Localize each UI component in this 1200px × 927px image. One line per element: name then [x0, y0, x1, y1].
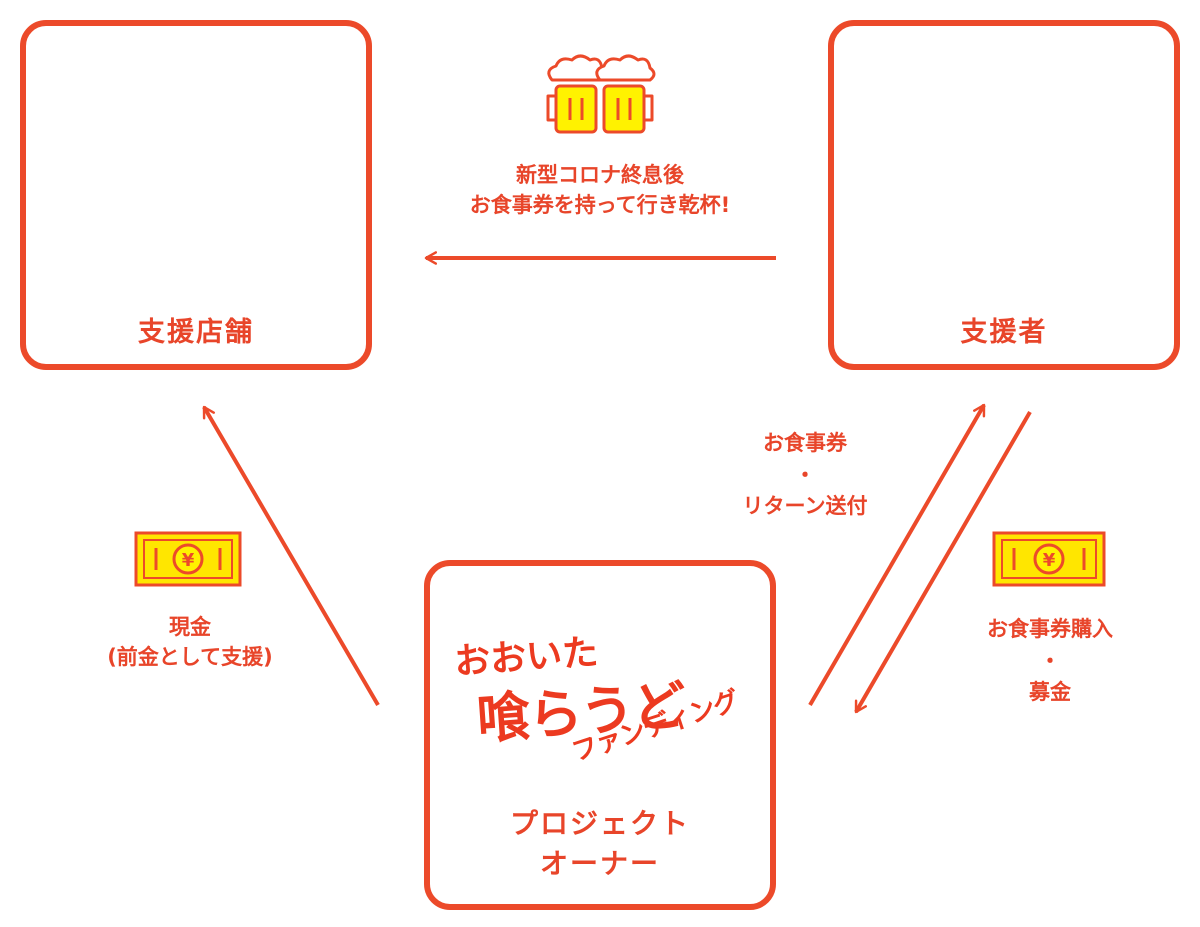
svg-text:¥: ¥: [182, 550, 195, 571]
arrow-owner-to-supporter: [808, 403, 986, 707]
arrow-owner-to-shop: [202, 405, 380, 707]
flow-note-right-up-line2: ・: [794, 462, 816, 487]
supporter-box: 支援者: [828, 20, 1180, 370]
flow-note-left-line2: (前金として支援): [107, 645, 273, 670]
flow-note-top-line1: 新型コロナ終息後: [516, 163, 684, 187]
flow-note-left-line1: 現金: [169, 615, 211, 639]
shop-label: 支援店舗: [138, 317, 254, 348]
arrow-supporter-to-owner: [854, 410, 1032, 714]
flow-note-top-line2: お食事券を持って行き乾杯!: [469, 193, 731, 218]
beer-mugs-icon: [546, 54, 656, 134]
yen-meal-ticket-icon: ¥: [992, 531, 1106, 587]
supporter-label: 支援者: [960, 317, 1048, 348]
flow-note-right-down: お食事券購入 ・ 募金: [960, 614, 1140, 709]
shop-box: 支援店舗: [20, 20, 372, 370]
flow-note-left: 現金 (前金として支援): [70, 612, 310, 673]
flow-note-right-up-line3: リターン送付: [742, 494, 868, 518]
flow-note-right-up: お食事券 ・ リターン送付: [720, 428, 890, 523]
flow-note-top: 新型コロナ終息後 お食事券を持って行き乾杯!: [420, 160, 780, 221]
svg-text:¥: ¥: [1043, 550, 1056, 571]
flow-note-right-down-line1: お食事券購入: [987, 617, 1113, 641]
flow-note-right-down-line2: ・: [1039, 648, 1061, 673]
owner-label-line2: オーナー: [539, 847, 660, 880]
owner-label-line1: プロジェクト: [509, 807, 690, 840]
owner-box: おおいた 喰らうど ファンディング プロジェクト オーナー: [424, 560, 776, 910]
flow-note-right-up-line1: お食事券: [763, 431, 847, 455]
yen-meal-ticket-icon: ¥: [134, 531, 242, 587]
flow-note-right-down-line3: 募金: [1029, 680, 1071, 704]
